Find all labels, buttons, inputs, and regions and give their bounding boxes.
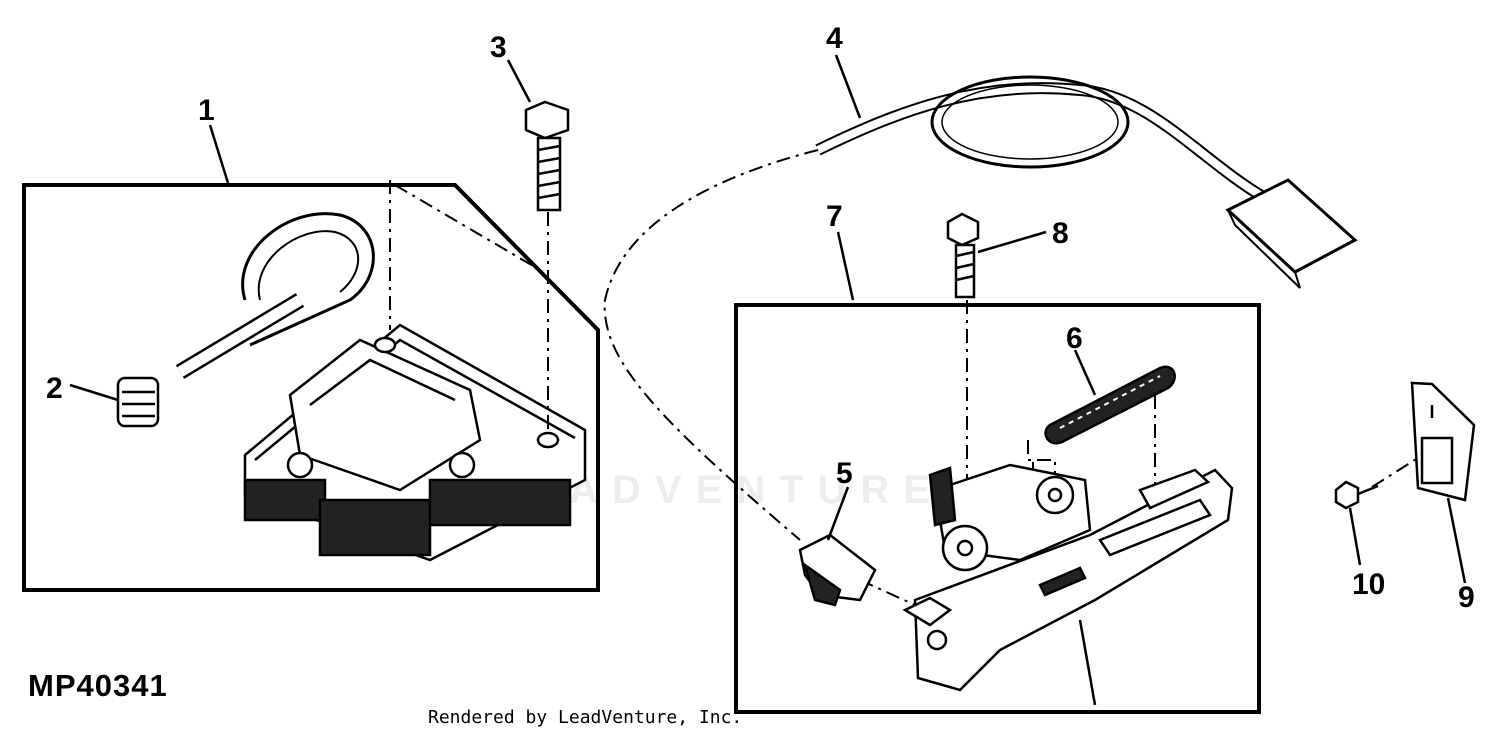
screw-10-part — [1334, 480, 1379, 510]
callout-6: 6 — [1066, 322, 1083, 355]
callout-4: 4 — [826, 22, 843, 55]
callout-5: 5 — [836, 457, 853, 490]
render-credit: Rendered by LeadVenture, Inc. — [428, 707, 743, 728]
callout-8: 8 — [1052, 217, 1069, 250]
callout-2: 2 — [46, 372, 63, 405]
group-box-right — [734, 303, 1261, 714]
wire-lead-part — [815, 75, 1358, 289]
group-box-left — [22, 183, 600, 592]
clip-5-part — [798, 533, 953, 627]
screw-3-part — [524, 100, 570, 212]
callout-9: 9 — [1458, 581, 1475, 614]
leader-lines — [69, 54, 1467, 706]
throttle-plate-part — [913, 463, 1234, 692]
callout-7: 7 — [826, 200, 843, 233]
callout-10: 10 — [1352, 568, 1385, 601]
bracket-9-part — [1410, 381, 1476, 502]
ignition-coil-part — [116, 212, 587, 562]
callout-1: 1 — [198, 94, 215, 127]
spring-6-part — [1044, 365, 1176, 445]
screw-8-part — [946, 212, 980, 299]
callout-3: 3 — [490, 31, 507, 64]
figure-code: MP40341 — [28, 668, 168, 703]
